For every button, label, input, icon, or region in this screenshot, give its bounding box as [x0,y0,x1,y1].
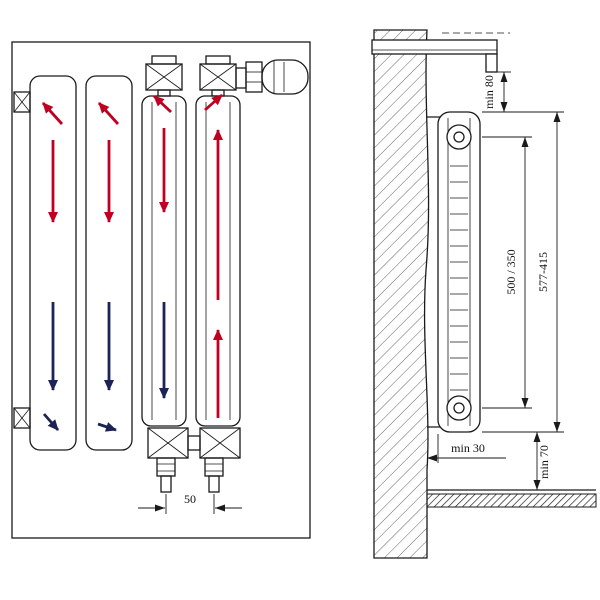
sill-lip [485,53,498,73]
thermostatic-valve [235,59,309,95]
valve-connector [235,67,247,89]
top-fittings [145,55,237,97]
overall-height-label: 577-415 [536,252,550,292]
cold-flow-arrows [42,302,169,432]
section-2 [85,75,133,451]
convector-fins [450,165,468,391]
hot-flow-arrows [41,93,223,418]
section-1 [29,75,77,451]
wall-section [373,29,430,559]
bottom-nipple [446,395,472,421]
radiator-body [437,111,481,433]
dim-overall-height: 577-415 [482,112,564,433]
dim-floor-clearance: min 70 [533,432,551,490]
axis-height-label: 500 / 350 [504,249,518,294]
dim-axis-height: 500 / 350 [482,136,532,409]
top-nipple [446,124,472,150]
side-view: min 80 500 / 350 577-415 min 30 min 70 [371,29,597,559]
pipe-stub-left [160,475,172,493]
pipe-union-right [204,457,224,477]
plug-bottom [13,407,31,429]
pipe-union-left [156,457,176,477]
pipe-spacing-label: 50 [184,492,196,506]
wall-clearance-label: min 30 [451,441,485,455]
front-view-frame [11,41,311,539]
floor-clearance-label: min 70 [537,445,551,479]
radiator-sections [29,75,241,451]
radiator-side-profile [437,111,481,433]
bottom-connection-unit [147,427,241,493]
air-vent-plug-top [13,91,31,113]
pipe-stub-right [208,475,220,493]
top-clearance-label: min 80 [482,75,496,109]
dim-wall-clearance: min 30 [427,434,506,463]
dim-pipe-spacing: 50 [138,492,242,514]
floor [426,489,597,508]
thermostatic-head [261,59,309,95]
dim-top-clearance: min 80 [482,71,564,113]
front-view: 50 [11,41,311,539]
window-sill [371,32,510,73]
valve-nut [245,61,263,93]
